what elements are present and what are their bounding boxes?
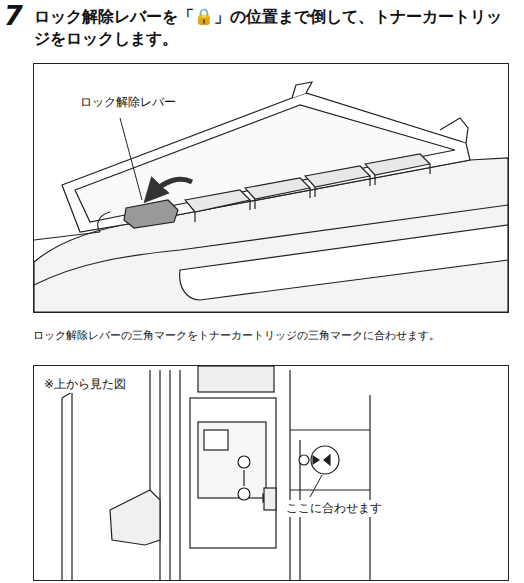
step-instruction: ロック解除レバーを「🔒」の位置まで倒して、トナーカートリッジをロックします。: [34, 6, 512, 49]
callout-label: ここに合わせます: [284, 500, 384, 517]
part-label: ロック解除レバー: [78, 94, 178, 111]
top-view-drawing: [62, 366, 370, 580]
printer-drawing: [34, 82, 508, 312]
toner-cartridges: [185, 154, 430, 222]
step-number: 7: [4, 0, 23, 31]
view-note: ※上から見た図: [42, 376, 128, 393]
note-text: ロック解除レバーの三角マークをトナーカートリッジの三角マークに合わせます。: [33, 328, 513, 343]
illustration-frame: ロック解除レバー: [33, 63, 509, 313]
leader-line: [120, 118, 142, 200]
leader-line: [310, 475, 322, 497]
illustration-frame: ※上から見た図ここに合わせます: [33, 365, 509, 581]
rotate-arrow: [152, 179, 192, 194]
lock-release-lever: [124, 200, 178, 228]
